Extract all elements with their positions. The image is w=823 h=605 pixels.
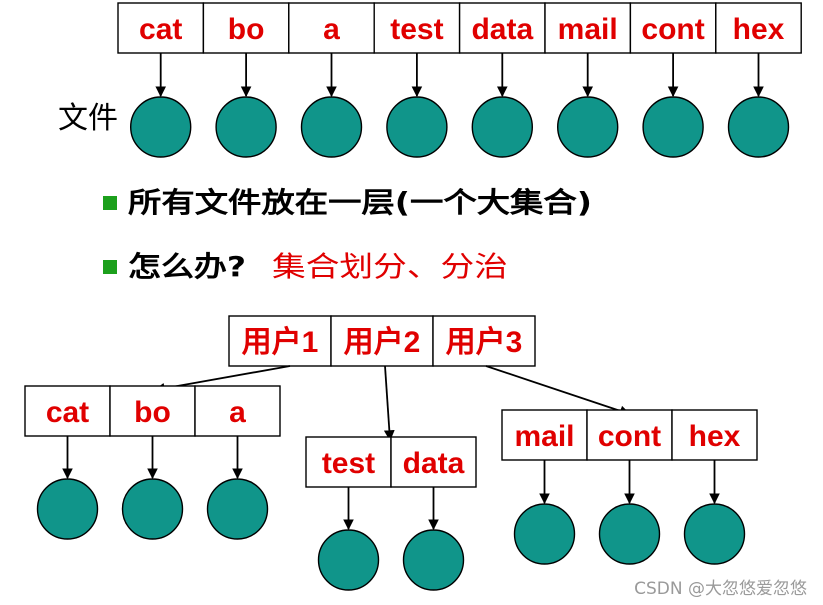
- file-node: [402, 529, 465, 591]
- user-cell-label: 用户1: [242, 326, 319, 359]
- file-node: [471, 96, 533, 158]
- file-node: [513, 503, 576, 565]
- top-row-cell: [202, 2, 290, 54]
- group-cell: [586, 409, 673, 461]
- top-row-cell-label: mail: [558, 13, 618, 46]
- group-cell-label: mail: [514, 420, 574, 453]
- top-row-cell: [544, 2, 632, 54]
- top-row-cell: [715, 2, 802, 54]
- group-cell: [390, 436, 477, 488]
- watermark: CSDN @大忽悠爱忽悠: [634, 579, 807, 599]
- group-cell-label: hex: [689, 420, 741, 453]
- bullet-text-2: 怎么办?: [128, 250, 246, 283]
- user-cell: [228, 315, 332, 367]
- user-directory: 用户1 用户2 用户3: [228, 315, 536, 367]
- file-node: [727, 96, 790, 158]
- user-group-1: cat bo a: [24, 385, 281, 540]
- file-node: [598, 503, 661, 565]
- top-row-cell: [117, 2, 205, 54]
- bullet-square-icon: [103, 260, 117, 274]
- file-node: [557, 96, 619, 158]
- file-node: [642, 96, 704, 158]
- top-row-cell-label: data: [471, 13, 533, 46]
- top-row-cell-label: test: [390, 13, 443, 46]
- file-node: [129, 96, 192, 158]
- user-cell-label: 用户2: [344, 326, 421, 359]
- bullet-square-icon: [103, 196, 117, 210]
- top-row-cell-label: a: [323, 13, 340, 46]
- top-row-cell-label: cont: [641, 13, 704, 46]
- group-cell-label: data: [403, 447, 465, 480]
- user-to-group-arrow: [485, 365, 631, 417]
- group-cell: [24, 385, 111, 437]
- file-node: [683, 503, 746, 565]
- file-node: [386, 96, 448, 158]
- group-cell: [671, 409, 758, 461]
- file-node: [36, 478, 99, 540]
- user-cell: [432, 315, 536, 367]
- files-label: 文件: [58, 101, 118, 136]
- bullet-text-1: 所有文件放在一层(一个大集合): [128, 186, 592, 219]
- bullet-highlight-2: 集合划分、分治: [272, 250, 508, 283]
- file-node: [121, 478, 184, 540]
- user-to-group-arrow: [383, 365, 395, 442]
- file-node: [317, 529, 380, 591]
- user-cell-label: 用户3: [446, 326, 523, 359]
- group-cell-label: bo: [134, 396, 171, 429]
- group-cell-label: cont: [598, 420, 661, 453]
- group-cell-label: test: [322, 447, 375, 480]
- group-cell: [109, 385, 196, 437]
- file-node: [206, 478, 269, 540]
- top-row-cell-label: cat: [139, 13, 182, 46]
- group-cell: [194, 385, 281, 437]
- file-node: [215, 96, 277, 158]
- group-cell-label: a: [229, 396, 246, 429]
- group-cell-label: cat: [46, 396, 89, 429]
- file-node: [300, 96, 363, 158]
- group-cell: [305, 436, 392, 488]
- user-group-2: test data: [305, 436, 477, 591]
- top-row-cell-label: bo: [228, 13, 265, 46]
- top-row-cell-label: hex: [733, 13, 785, 46]
